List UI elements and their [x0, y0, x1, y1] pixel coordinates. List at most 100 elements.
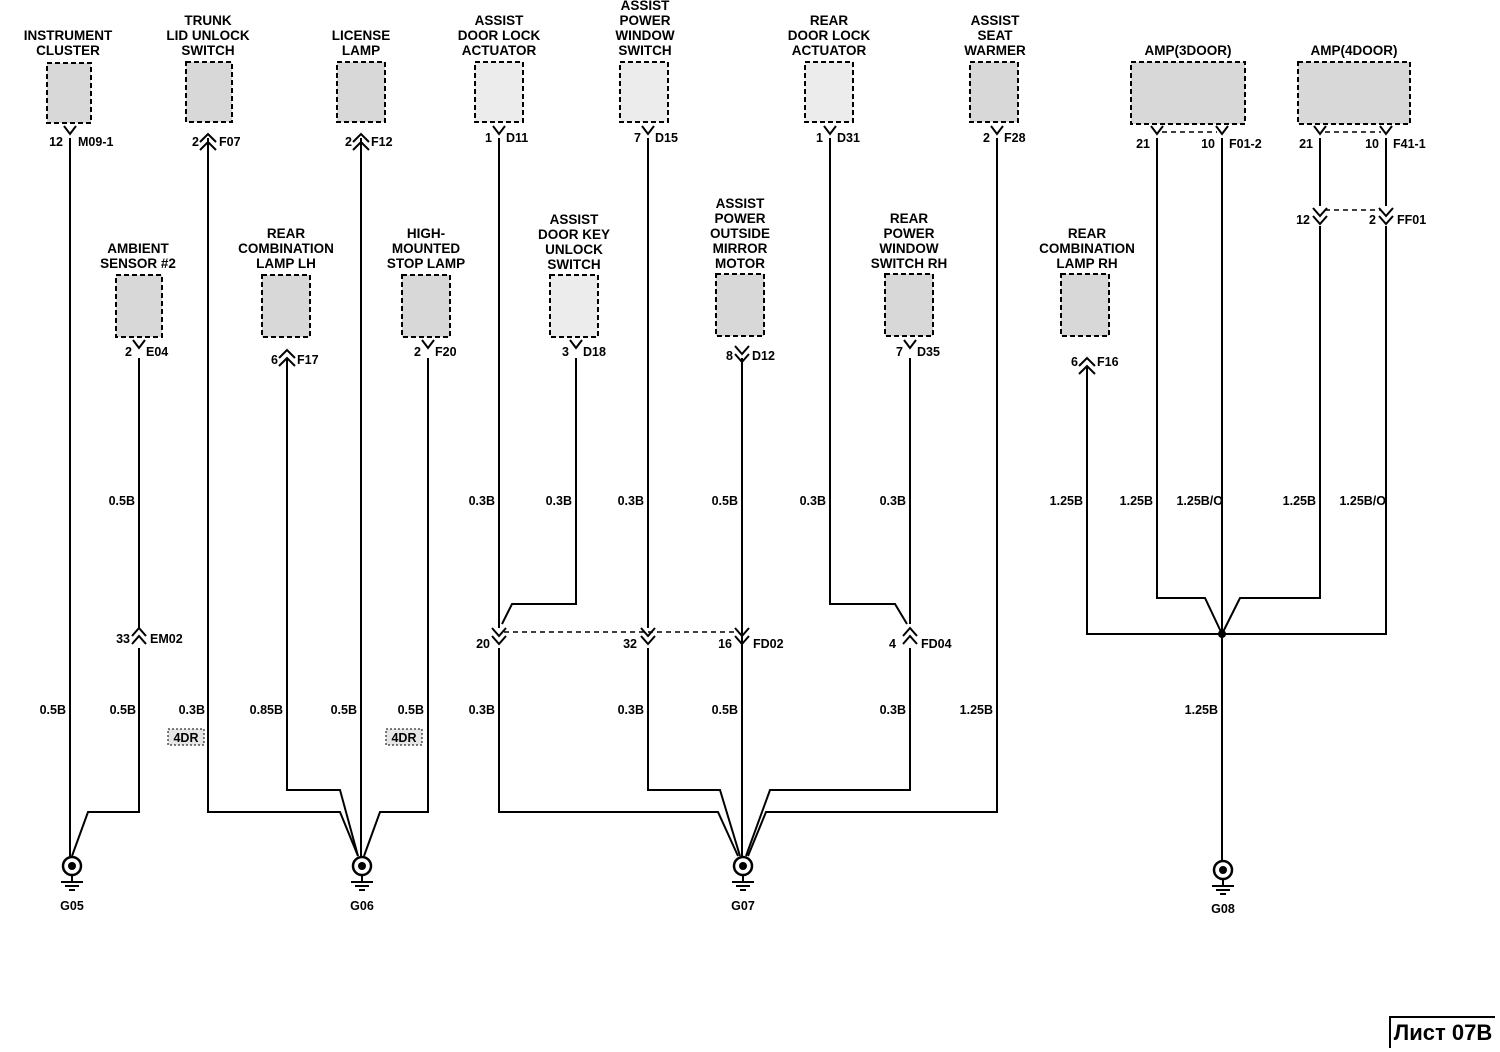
ground-g06-icon — [349, 855, 375, 892]
license-lamp-box — [336, 61, 386, 123]
wire-label-amp4-a: 1.25B — [1283, 494, 1316, 508]
connid-em02: EM02 — [150, 632, 183, 646]
conn-f12 — [352, 132, 370, 151]
conn-f41-1-b — [1379, 125, 1393, 136]
rear-power-window-switch-rh-box — [884, 273, 934, 337]
wire-label-rear-door-lock: 0.3B — [800, 494, 826, 508]
pin-amp3-a: 21 — [1136, 137, 1150, 151]
pin-amp4-a: 21 — [1299, 137, 1313, 151]
connid-assist-power-window: D15 — [655, 131, 678, 145]
conn-fd02-a — [491, 627, 507, 646]
pin-em02: 33 — [116, 632, 130, 646]
wire-ff01-b — [1222, 226, 1387, 635]
wire-trunk-lid — [207, 138, 359, 857]
pin-fd02-b: 32 — [623, 637, 637, 651]
pin-assist-power-window: 7 — [634, 131, 641, 145]
rear-combination-lamp-rh-box — [1060, 273, 1110, 337]
conn-e04 — [132, 339, 146, 350]
connid-ff01: FF01 — [1397, 213, 1426, 227]
option-tag-bg-2 — [385, 728, 423, 746]
ground-g08-label: G08 — [1211, 902, 1235, 916]
connid-rear-door-lock: D31 — [837, 131, 860, 145]
wire-label-amp4-b: 1.25B/O — [1339, 494, 1386, 508]
ground-g07-icon — [730, 855, 756, 892]
ground-g06-label: G06 — [350, 899, 374, 913]
connid-seat-warmer: F28 — [1004, 131, 1026, 145]
ground-g05-label: G05 — [60, 899, 84, 913]
wire-label-assist-pw: 0.3B — [618, 494, 644, 508]
wire-label-g06-c: 0.5B — [331, 703, 357, 717]
wire-label-rear-pw: 0.3B — [880, 494, 906, 508]
conn-f28 — [990, 125, 1004, 136]
pin-fd02-c: 16 — [718, 637, 732, 651]
connid-hms: F20 — [435, 345, 457, 359]
conn-f01-2-a — [1150, 125, 1164, 136]
wire-label-g07-d: 0.3B — [880, 703, 906, 717]
conn-f07 — [199, 132, 217, 151]
ground-g08-icon — [1210, 859, 1236, 896]
pin-amp4-b: 10 — [1365, 137, 1379, 151]
wire-label-rear-comb-rh: 1.25B — [1050, 494, 1083, 508]
connid-rear-comb-rh: F16 — [1097, 355, 1119, 369]
pin-hms: 2 — [414, 345, 421, 359]
pin-license-lamp: 2 — [345, 135, 352, 149]
conn-fd04 — [902, 626, 918, 645]
instrument-cluster-box — [46, 62, 92, 124]
connid-trunk-lid: F07 — [219, 135, 241, 149]
connid-mirror: D12 — [752, 349, 775, 363]
amp-4door-title: AMP(4DOOR) — [1311, 43, 1398, 58]
connid-rear-pw: D35 — [917, 345, 940, 359]
wire-fd02-b-g07 — [647, 648, 741, 857]
wire-label-g07-a: 0.3B — [469, 703, 495, 717]
pin-amp3-b: 10 — [1201, 137, 1215, 151]
splice-point — [1218, 630, 1226, 638]
pin-ff01-a: 12 — [1296, 213, 1310, 227]
conn-d18 — [569, 339, 583, 350]
wire-label-g05-b: 0.5B — [110, 703, 136, 717]
pin-rear-comb-rh: 6 — [1071, 355, 1078, 369]
wire-seat-warmer — [747, 138, 998, 857]
conn-d15 — [641, 125, 655, 136]
wire-label-g06-a: 0.3B — [179, 703, 205, 717]
amp-4door-box — [1297, 61, 1411, 125]
ambient-sensor-2-box — [115, 274, 163, 338]
wire-label-assist-door-lock: 0.3B — [469, 494, 495, 508]
assist-door-key-unlock-switch-box — [549, 274, 599, 338]
wire-label-g05-a: 0.5B — [40, 703, 66, 717]
connid-rear-comb-lh: F17 — [297, 353, 319, 367]
connid-assist-door-lock: D11 — [506, 131, 528, 145]
conn-em02 — [131, 626, 147, 645]
wire-fd04-g07 — [745, 648, 911, 857]
conn-f41-1-a — [1313, 125, 1327, 136]
high-mounted-stop-lamp-box — [401, 274, 451, 338]
connid-instrument-cluster: M09-1 — [78, 135, 113, 149]
pin-ff01-b: 2 — [1369, 213, 1376, 227]
pin-door-key: 3 — [562, 345, 569, 359]
assist-power-window-switch-box — [619, 61, 669, 123]
pin-trunk-lid: 2 — [192, 135, 199, 149]
pin-assist-door-lock: 1 — [485, 131, 492, 145]
wire-rear-comb-rh — [1086, 366, 1222, 635]
conn-d12 — [734, 345, 750, 364]
pin-rear-comb-lh: 6 — [271, 353, 278, 367]
wire-label-amp3-a: 1.25B — [1120, 494, 1153, 508]
connid-fd04: FD04 — [921, 637, 952, 651]
connid-amp4: F41-1 — [1393, 137, 1426, 151]
conn-ff01-a — [1312, 207, 1328, 226]
amp-3door-box — [1130, 61, 1246, 125]
pin-rear-door-lock: 1 — [816, 131, 823, 145]
wire-label-g07-c: 0.5B — [712, 703, 738, 717]
wire-rear-door-lock — [829, 138, 908, 625]
wire-door-key-unlock — [501, 358, 577, 625]
assist-power-outside-mirror-motor-box — [715, 273, 765, 337]
wire-hms-lamp — [363, 358, 429, 857]
wire-label-ambient: 0.5B — [109, 494, 135, 508]
wire-label-g08-a: 1.25B — [1185, 703, 1218, 717]
